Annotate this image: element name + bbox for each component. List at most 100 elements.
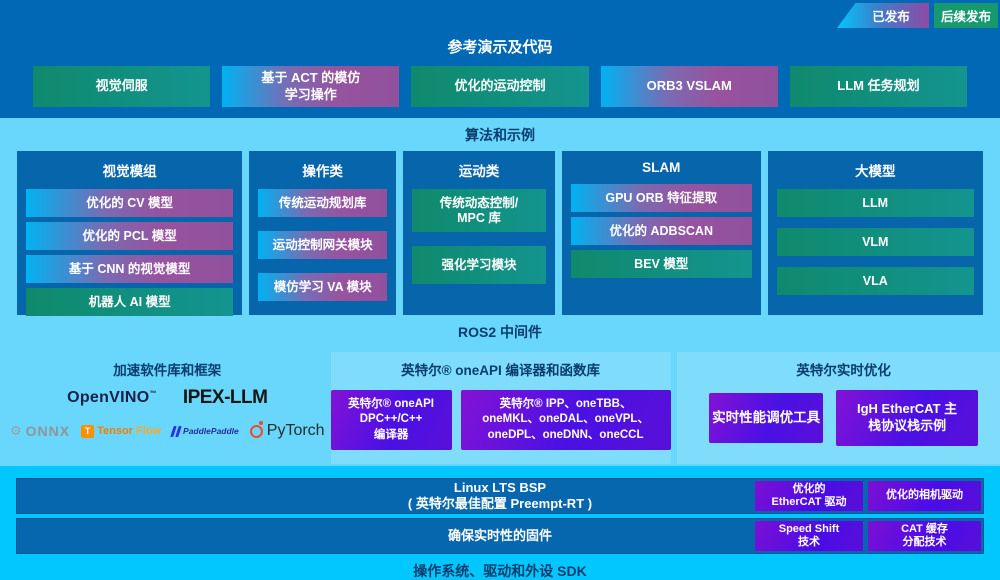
item-label: LLM <box>862 195 889 210</box>
item-motion-gateway-module: 运动控制网关模块 <box>258 231 387 259</box>
column-items: LLM VLM VLA <box>776 189 974 295</box>
os-sdk-footer: 操作系统、驱动和外设 SDK <box>413 563 587 579</box>
paddlepaddle-logo-text: PaddlePaddle <box>183 426 239 436</box>
realtime-tuning-tool-box: 实时性能调优工具 <box>709 393 824 443</box>
bar-line: 确保实时性的固件 <box>447 527 552 543</box>
column-header: 大模型 <box>855 164 896 179</box>
group-title: 加速软件库和框架 <box>113 363 222 378</box>
column-slam: SLAM GPU ORB 特征提取 优化的 ADBSCAN BEV 模型 <box>562 151 761 315</box>
middleware-libraries-section: ROS2 中间件 加速软件库和框架 OpenVINO™ IPEX-LLM ⚙ON… <box>0 310 1000 466</box>
item-label: 基于 CNN 的视觉模型 <box>68 261 191 276</box>
released-badge: 已发布 <box>837 3 929 28</box>
item-dynamic-control-mpc: 传统动态控制/ MPC 库 <box>411 189 547 232</box>
column-items: 传统动态控制/ MPC 库 强化学习模块 <box>411 189 547 284</box>
ref-item-motion-control: 优化的运动控制 <box>411 66 589 107</box>
firmware-bar: 确保实时性的固件 Speed Shift 技术 CAT 缓存 分配技术 <box>16 518 984 554</box>
ref-item-act-imitation: 基于 ACT 的模仿 学习操作 <box>222 66 400 107</box>
box-line: 英特尔® oneAPI <box>348 397 434 410</box>
bar-line: ( 英特尔最佳配置 Preempt-RT ) <box>407 496 593 511</box>
trademark-symbol: ™ <box>149 390 157 398</box>
ref-item-label: ORB3 VSLAM <box>646 78 732 94</box>
item-reinforcement-learning: 强化学习模块 <box>411 246 547 284</box>
algorithms-section: 算法和示例 视觉模组 优化的 CV 模型 优化的 PCL 模型 基于 CNN 的… <box>0 118 1000 316</box>
tensorflow-logo-text2: Flow <box>135 425 162 437</box>
box-line: 优化的 <box>792 482 826 495</box>
box-line: DPC++/C++ <box>359 413 423 426</box>
speed-shift-box: Speed Shift 技术 <box>755 521 863 551</box>
item-adbscan: 优化的 ADBSCAN <box>571 217 752 245</box>
item-vla: VLA <box>776 267 974 295</box>
oneapi-boxes: 英特尔® oneAPI DPC++/C++ 编译器 英特尔® IPP、oneTB… <box>330 390 671 450</box>
cat-cache-box: CAT 缓存 分配技术 <box>868 521 981 551</box>
item-gpu-orb: GPU ORB 特征提取 <box>571 184 752 212</box>
item-bev-model: BEV 模型 <box>571 250 752 278</box>
ref-item-label: 优化的运动控制 <box>454 78 546 94</box>
logo-row-1: OpenVINO™ IPEX-LLM <box>10 387 325 409</box>
column-items: 优化的 CV 模型 优化的 PCL 模型 基于 CNN 的视觉模型 机器人 AI… <box>26 189 234 316</box>
item-motion-planning-lib: 传统运动规划库 <box>258 189 387 217</box>
group-oneapi: 英特尔® oneAPI 编译器和函数库 英特尔® oneAPI DPC++/C+… <box>330 352 671 464</box>
item-label: 优化的 CV 模型 <box>86 195 174 210</box>
item-cnn-vision-model: 基于 CNN 的视觉模型 <box>26 255 234 283</box>
box-line: 栈协议栈示例 <box>868 418 947 433</box>
ipex-llm-logo: IPEX-LLM <box>182 387 268 408</box>
box-line: EtherCAT 驱动 <box>771 496 847 508</box>
ref-item-label: 学习操作 <box>284 86 337 102</box>
item-label: VLM <box>862 234 889 249</box>
camera-driver-box: 优化的相机驱动 <box>868 481 981 511</box>
group-title: 英特尔® oneAPI 编译器和函数库 <box>401 363 601 378</box>
bar-line: Linux LTS BSP <box>453 479 547 495</box>
pytorch-logo-text: PyTorch <box>266 422 325 439</box>
column-header: 运动类 <box>458 164 500 179</box>
box-line: Speed Shift <box>778 522 840 535</box>
status-badges: 已发布 后续发布 <box>837 3 998 28</box>
ref-item-visual-servo: 视觉伺服 <box>33 66 211 107</box>
ref-item-label: LLM 任务规划 <box>837 78 920 94</box>
group-realtime-optimization: 英特尔实时优化 实时性能调优工具 IgH EtherCAT 主 栈协议栈示例 <box>676 352 1000 464</box>
column-vision-modules: 视觉模组 优化的 CV 模型 优化的 PCL 模型 基于 CNN 的视觉模型 机… <box>17 151 243 316</box>
column-manipulation: 操作类 传统运动规划库 运动控制网关模块 模仿学习 VA 模块 <box>249 151 396 315</box>
item-label: 运动控制网关模块 <box>272 237 373 252</box>
reference-demos-section: 已发布 后续发布 参考演示及代码 视觉伺服 基于 ACT 的模仿 学习操作 优化… <box>0 0 1000 118</box>
item-label: VLA <box>862 273 888 288</box>
column-motion: 运动类 传统动态控制/ MPC 库 强化学习模块 <box>402 151 556 315</box>
item-label: 优化的 ADBSCAN <box>609 223 713 238</box>
released-badge-label: 已发布 <box>872 10 910 24</box>
box-line: 实时性能调优工具 <box>712 409 821 425</box>
ref-item-label: 视觉伺服 <box>95 78 148 94</box>
column-items: GPU ORB 特征提取 优化的 ADBSCAN BEV 模型 <box>571 184 752 278</box>
item-label: GPU ORB 特征提取 <box>605 190 718 205</box>
reference-section-title: 参考演示及代码 <box>447 39 553 56</box>
item-label: 传统动态控制/ <box>439 195 519 210</box>
oneapi-compiler-box: 英特尔® oneAPI DPC++/C++ 编译器 <box>330 390 452 450</box>
item-label: 机器人 AI 模型 <box>88 294 171 309</box>
igh-ethercat-box: IgH EtherCAT 主 栈协议栈示例 <box>836 390 979 446</box>
linux-bsp-boxes: 优化的 EtherCAT 驱动 优化的相机驱动 <box>755 481 981 511</box>
openvino-logo: OpenVINO™ <box>67 389 157 407</box>
item-label: 强化学习模块 <box>441 257 517 272</box>
openvino-logo-text: OpenVINO <box>67 389 150 406</box>
ref-item-orb3-vslam: ORB3 VSLAM <box>600 66 778 107</box>
box-line: 分配技术 <box>902 536 947 548</box>
onnx-logo: ⚙ONNX <box>10 423 70 439</box>
paddlepaddle-logo: PaddlePaddle <box>170 425 239 437</box>
upcoming-badge: 后续发布 <box>934 3 998 28</box>
item-llm: LLM <box>776 189 974 217</box>
box-line: oneMKL、oneDAL、oneVPL、 <box>482 413 649 426</box>
onnx-logo-text: ONNX <box>25 423 71 439</box>
ref-item-llm-planning: LLM 任务规划 <box>789 66 968 107</box>
item-label: MPC 库 <box>457 210 501 225</box>
algorithm-columns: 视觉模组 优化的 CV 模型 优化的 PCL 模型 基于 CNN 的视觉模型 机… <box>17 151 983 316</box>
paddlepaddle-icon <box>170 425 182 437</box>
box-line: oneDPL、oneDNN、oneCCL <box>487 428 644 441</box>
column-large-models: 大模型 LLM VLM VLA <box>767 151 983 315</box>
tensorflow-icon: T <box>81 424 95 438</box>
ethercat-driver-box: 优化的 EtherCAT 驱动 <box>755 481 863 511</box>
os-drivers-section: Linux LTS BSP ( 英特尔最佳配置 Preempt-RT ) 优化的… <box>0 466 1000 580</box>
realtime-boxes: 实时性能调优工具 IgH EtherCAT 主 栈协议栈示例 <box>677 390 1000 446</box>
item-label: BEV 模型 <box>634 256 689 271</box>
